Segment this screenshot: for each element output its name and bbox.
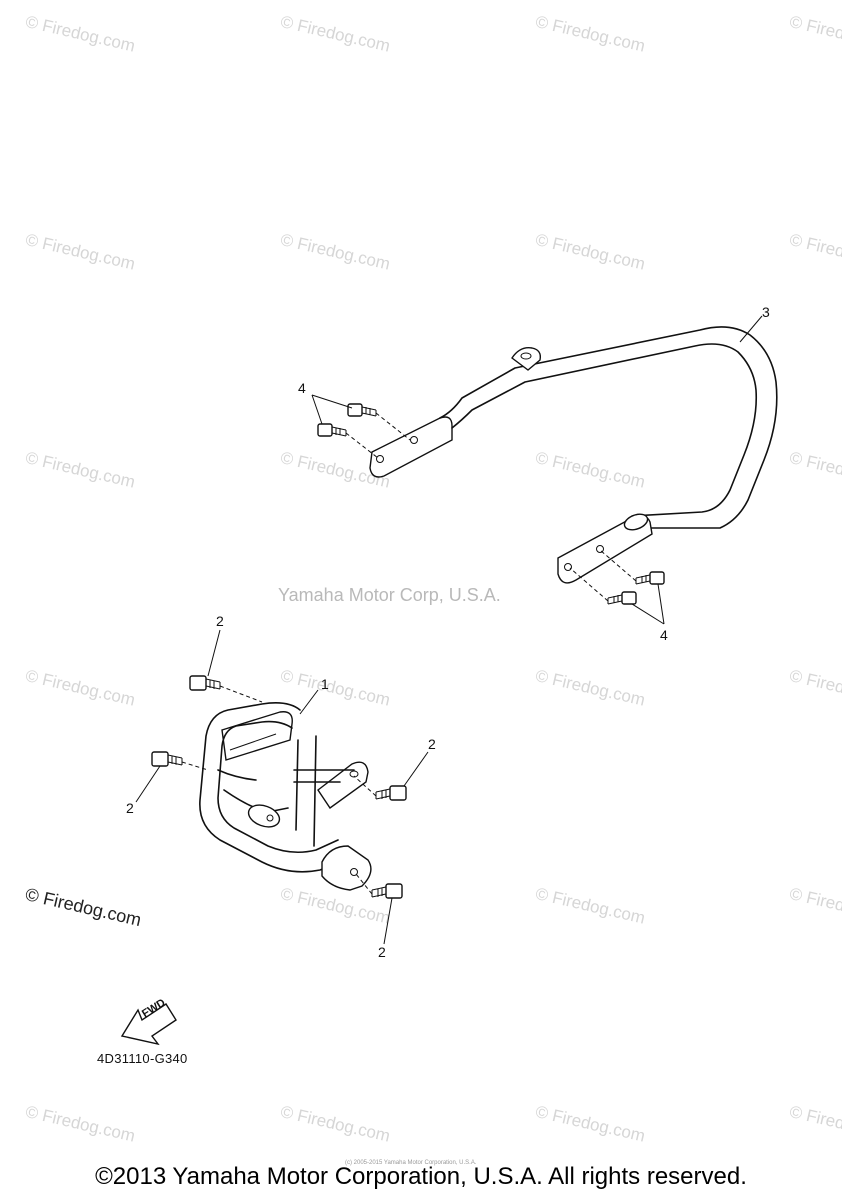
callout-4: 4 xyxy=(660,627,668,643)
diagram-part-code: 4D31110-G340 xyxy=(97,1051,188,1066)
bolt-2-bottom xyxy=(371,883,403,899)
bolt-4-right-a xyxy=(635,571,665,585)
center-watermark: Yamaha Motor Corp, U.S.A. xyxy=(278,585,501,605)
callout-3: 3 xyxy=(762,304,770,320)
dashed-line xyxy=(345,412,411,459)
bolt-4-right-b xyxy=(607,591,637,605)
bolt-4-upper-left-b xyxy=(317,423,347,437)
dashed-line xyxy=(181,685,377,895)
dashed-line xyxy=(569,549,637,602)
bolt-2-top xyxy=(189,675,221,691)
callout-1: 1 xyxy=(321,676,329,692)
callout-2: 2 xyxy=(378,944,386,960)
callout-2: 2 xyxy=(216,613,224,629)
callout-line xyxy=(135,629,429,945)
callout-line xyxy=(311,394,353,425)
fwd-arrow-icon xyxy=(120,1003,177,1046)
callout-2: 2 xyxy=(428,736,436,752)
fine-print: (c) 2005-2015 Yamaha Motor Corporation, … xyxy=(345,1160,477,1166)
callout-line xyxy=(631,583,665,625)
callout-4: 4 xyxy=(298,380,306,396)
bolt-2-left xyxy=(151,751,183,767)
callout-2: 2 xyxy=(126,800,134,816)
copyright-footer: ©2013 Yamaha Motor Corporation, U.S.A. A… xyxy=(95,1163,747,1190)
guard-bar-front xyxy=(199,702,372,891)
grab-bar-rear xyxy=(369,326,778,584)
bolt-2-right xyxy=(375,785,407,801)
bolt-4-upper-left-a xyxy=(347,403,377,417)
callout-line xyxy=(739,315,763,343)
